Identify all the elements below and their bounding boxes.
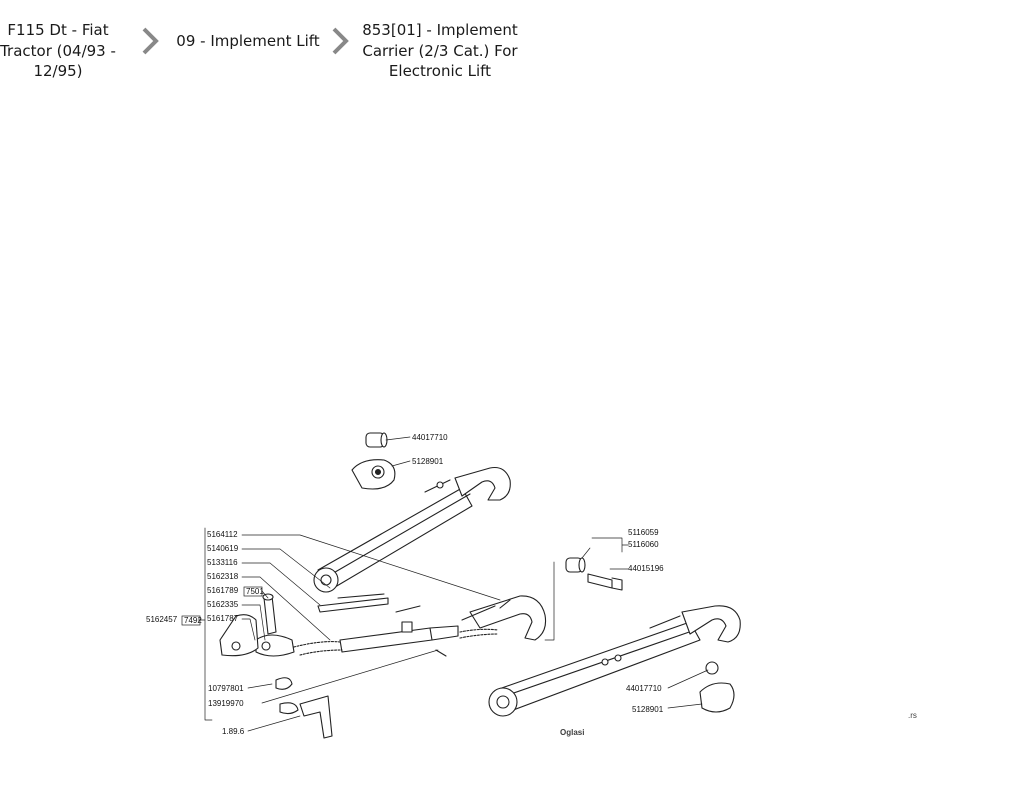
part-label: 5162335	[207, 600, 239, 609]
turnbuckle-part	[289, 621, 499, 656]
ball-joint-part	[351, 459, 396, 490]
part-label: 5161789	[207, 586, 239, 595]
part-label: 5116060	[628, 540, 659, 549]
breadcrumb-item-current: 853[01] - Implement Carrier (2/3 Cat.) F…	[362, 21, 518, 80]
part-label: 1.89.6	[222, 727, 245, 736]
part-label: 44015196	[628, 564, 664, 573]
watermark-logo: Oglasi .rs	[559, 711, 917, 739]
bushing-part	[365, 432, 388, 448]
part-label: 13919970	[208, 699, 244, 708]
part-label: 5128901	[412, 457, 444, 466]
part-label: 5161787	[207, 614, 239, 623]
part-label: 10797801	[208, 684, 244, 693]
right-bushing-part	[565, 557, 586, 573]
stabilizer-rod-part	[317, 593, 421, 613]
lower-lift-arm	[488, 605, 741, 717]
upper-lift-arm	[313, 466, 511, 593]
part-label: 5162318	[207, 572, 239, 581]
part-label: 5140619	[207, 544, 239, 553]
hook-assembly-part	[461, 595, 547, 641]
part-number-labels: 44017710 5128901 5164112 5140619 5133116…	[146, 433, 664, 736]
svg-text:Oglasi: Oglasi	[560, 728, 584, 737]
clevis-part	[219, 614, 295, 657]
part-label: 5162457	[146, 615, 178, 624]
lynch-pin-part	[275, 677, 299, 715]
part-label: 5133116	[207, 558, 238, 567]
bracket-part	[299, 695, 333, 739]
part-label: 44017710	[412, 433, 448, 442]
bolt-part	[587, 573, 623, 591]
part-label: 5164112	[207, 530, 238, 539]
part-label: 7501	[246, 587, 264, 596]
breadcrumb-item-group[interactable]: 09 - Implement Lift	[176, 32, 320, 50]
part-label: 44017710	[626, 684, 662, 693]
part-label: 5128901	[632, 705, 664, 714]
part-label: 7492	[184, 616, 202, 625]
part-label: 5116059	[628, 528, 659, 537]
svg-text:.rs: .rs	[908, 711, 917, 720]
breadcrumb-item-model[interactable]: F115 Dt - Fiat Tractor (04/93 - 12/95)	[0, 21, 116, 80]
chevron-right-icon	[332, 27, 349, 55]
chevron-right-icon	[142, 27, 159, 55]
